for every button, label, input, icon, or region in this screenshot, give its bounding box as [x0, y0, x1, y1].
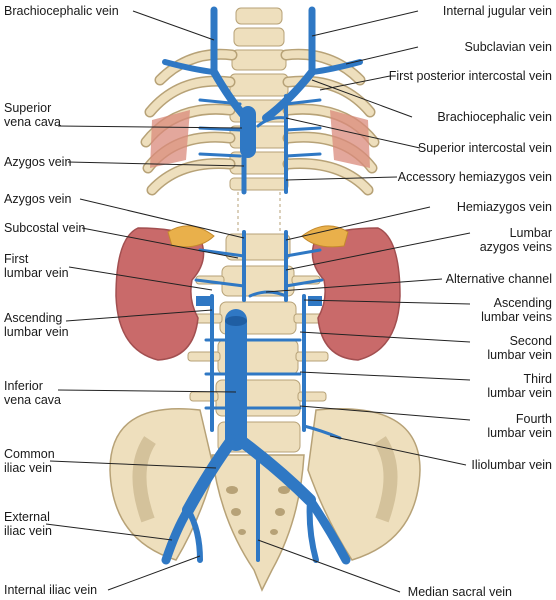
first-lumbar-veins — [194, 278, 324, 288]
label-internal-jugular-vein: Internal jugular vein — [442, 4, 552, 18]
external-iliac-vein-right — [305, 495, 351, 565]
venous-system — [161, 6, 363, 565]
label-subclavian-vein: Subclavian vein — [464, 40, 552, 54]
label-inferior-vena-cava: Inferior vena cava — [4, 379, 61, 407]
label-alternative-channel: Alternative channel — [445, 272, 552, 286]
label-hemiazygos-vein: Hemiazygos vein — [456, 200, 552, 214]
superior-intercostal-vein — [256, 116, 288, 128]
label-iliolumbar-vein: Iliolumbar vein — [471, 458, 552, 472]
posterior-intercostal-veins — [198, 98, 322, 158]
lumbar-veins — [204, 338, 302, 410]
label-internal-iliac-vein: Internal iliac vein — [4, 583, 98, 597]
label-brachiocephalic-vein-left: Brachiocephalic vein — [4, 4, 119, 18]
label-ascending-lumbar-veins: Ascending lumbar veins — [481, 296, 552, 324]
label-accessory-hemiazygos-vein: Accessory hemiazygos vein — [397, 170, 552, 184]
label-azygos-vein-upper: Azygos vein — [4, 155, 72, 169]
label-brachiocephalic-vein-right: Brachiocephalic vein — [437, 110, 552, 124]
label-external-iliac-vein: External iliac vein — [4, 510, 52, 538]
common-iliac-vein-right — [234, 434, 316, 506]
label-ascending-lumbar-vein: Ascending lumbar vein — [4, 311, 69, 339]
omission-marks — [237, 192, 281, 232]
thoracic-vertebrae — [229, 7, 289, 191]
common-iliac-vein-left — [182, 434, 238, 516]
internal-iliac-vein-left — [185, 507, 203, 563]
label-median-sacral-vein: Median sacral vein — [407, 585, 512, 599]
subcostal-veins — [198, 248, 322, 258]
external-iliac-vein-left — [161, 505, 193, 565]
kidneys — [115, 225, 401, 361]
label-first-lumbar-vein: First lumbar vein — [4, 252, 69, 280]
label-superior-intercostal-vein: Superior intercostal vein — [417, 141, 552, 155]
label-common-iliac-vein: Common iliac vein — [4, 447, 55, 475]
internal-iliac-vein-right — [306, 497, 319, 563]
leader-lines — [45, 10, 471, 593]
renal-vein-stub-right — [308, 296, 322, 306]
intercostal-muscles — [150, 110, 370, 168]
label-superior-vena-cava: Superior vena cava — [4, 101, 61, 129]
brachiocephalic-vein-right — [262, 68, 316, 122]
iliolumbar-vein — [302, 424, 342, 440]
label-subcostal-vein: Subcostal vein — [4, 221, 86, 235]
label-lumbar-azygos-veins: Lumbar azygos veins — [479, 226, 552, 254]
label-first-posterior-intercostal-vein: First posterior intercostal vein — [388, 69, 552, 83]
label-fourth-lumbar-vein: Fourth lumbar vein — [487, 412, 552, 440]
label-azygos-vein-lower: Azygos vein — [4, 192, 72, 206]
renal-vein-stub-left — [196, 296, 210, 306]
label-third-lumbar-vein: Third lumbar vein — [487, 372, 552, 400]
label-second-lumbar-vein: Second lumbar vein — [487, 334, 552, 362]
